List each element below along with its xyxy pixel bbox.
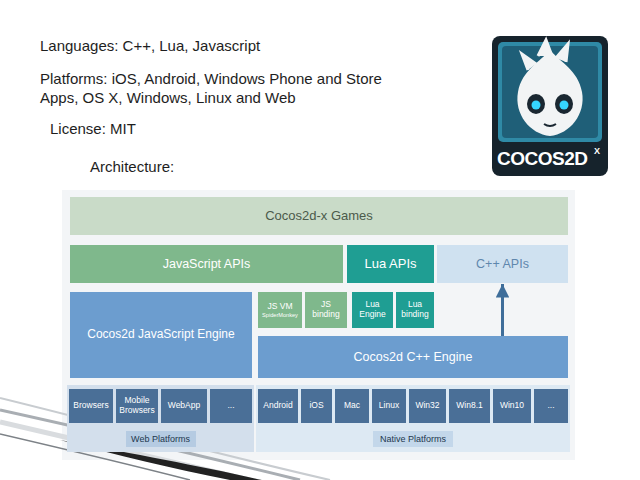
- logo-text: COCOS2D: [497, 147, 597, 171]
- node-label: Mac: [344, 401, 360, 411]
- node-label: Browsers: [73, 401, 108, 411]
- node-label: Lua Engine: [354, 300, 391, 319]
- node-label: Cocos2d-x Games: [265, 209, 373, 224]
- platform-box: ...: [210, 389, 252, 423]
- api-box: JavaScript APIs: [70, 245, 343, 283]
- node-label: Mobile Browsers: [118, 396, 156, 415]
- binding-box: JS binding: [305, 292, 347, 328]
- binding-box: Lua Engine: [352, 292, 393, 328]
- platform-box: Mac: [335, 389, 369, 423]
- platform-box: Android: [258, 389, 298, 423]
- platform-box: ...: [534, 389, 568, 423]
- platform-box: Linux: [372, 389, 406, 423]
- node-label: ...: [227, 401, 234, 411]
- node-label: iOS: [309, 401, 323, 411]
- engine-box: Cocos2d C++ Engine: [258, 336, 568, 378]
- slide-text: Architecture:: [90, 158, 290, 177]
- node-label: Cocos2d C++ Engine: [354, 350, 473, 364]
- node-label: Lua APIs: [364, 257, 416, 272]
- platform-box: WebApp: [161, 389, 207, 423]
- slide-text: License: MIT: [50, 120, 250, 139]
- node-label: JS VM: [267, 302, 292, 312]
- app-layer-band: Cocos2d-x Games: [70, 197, 568, 235]
- group-label: Native Platforms: [373, 431, 453, 447]
- binding-box: JS VMSpiderMonkey: [258, 292, 302, 328]
- diagram-ground: [62, 190, 575, 460]
- node-label: Linux: [379, 401, 399, 411]
- node-label: C++ APIs: [476, 257, 529, 271]
- node-label: Win8.1: [456, 401, 482, 411]
- node-label: Lua binding: [398, 300, 432, 319]
- platform-box: Win10: [493, 389, 531, 423]
- cocos-logo: [492, 36, 608, 176]
- node-label: SpiderMonkey: [262, 312, 298, 318]
- platform-group: Web Platforms Browsers Mobile Browsers WebA…: [67, 385, 254, 452]
- node-label: WebApp: [168, 401, 200, 411]
- platform-box: Win32: [409, 389, 446, 423]
- node-label: Android: [263, 401, 292, 411]
- slide-text: Languages: C++, Lua, Javascript: [40, 37, 440, 56]
- platform-box: iOS: [301, 389, 332, 423]
- platform-box: Mobile Browsers: [116, 389, 158, 423]
- node-label: JavaScript APIs: [163, 257, 251, 271]
- dependency-arrow: [501, 284, 504, 336]
- node-label: ...: [547, 401, 554, 411]
- engine-box: Cocos2d JavaScript Engine: [70, 292, 252, 378]
- api-box: Lua APIs: [347, 245, 434, 283]
- logo-text: X: [594, 146, 604, 157]
- platform-box: Browsers: [69, 389, 113, 423]
- node-label: Win32: [415, 401, 439, 411]
- platform-box: Win8.1: [449, 389, 490, 423]
- platform-group: Native Platforms Android iOS Mac Linux Win32 W…: [256, 385, 570, 452]
- node-label: Win10: [500, 401, 524, 411]
- group-label: Web Platforms: [126, 431, 196, 447]
- api-box: C++ APIs: [437, 245, 568, 283]
- binding-box: Lua binding: [396, 292, 434, 328]
- node-label: Cocos2d JavaScript Engine: [87, 328, 234, 341]
- node-label: JS binding: [307, 300, 345, 319]
- slide-text: Platforms: iOS, Android, Windows Phone a…: [40, 70, 402, 108]
